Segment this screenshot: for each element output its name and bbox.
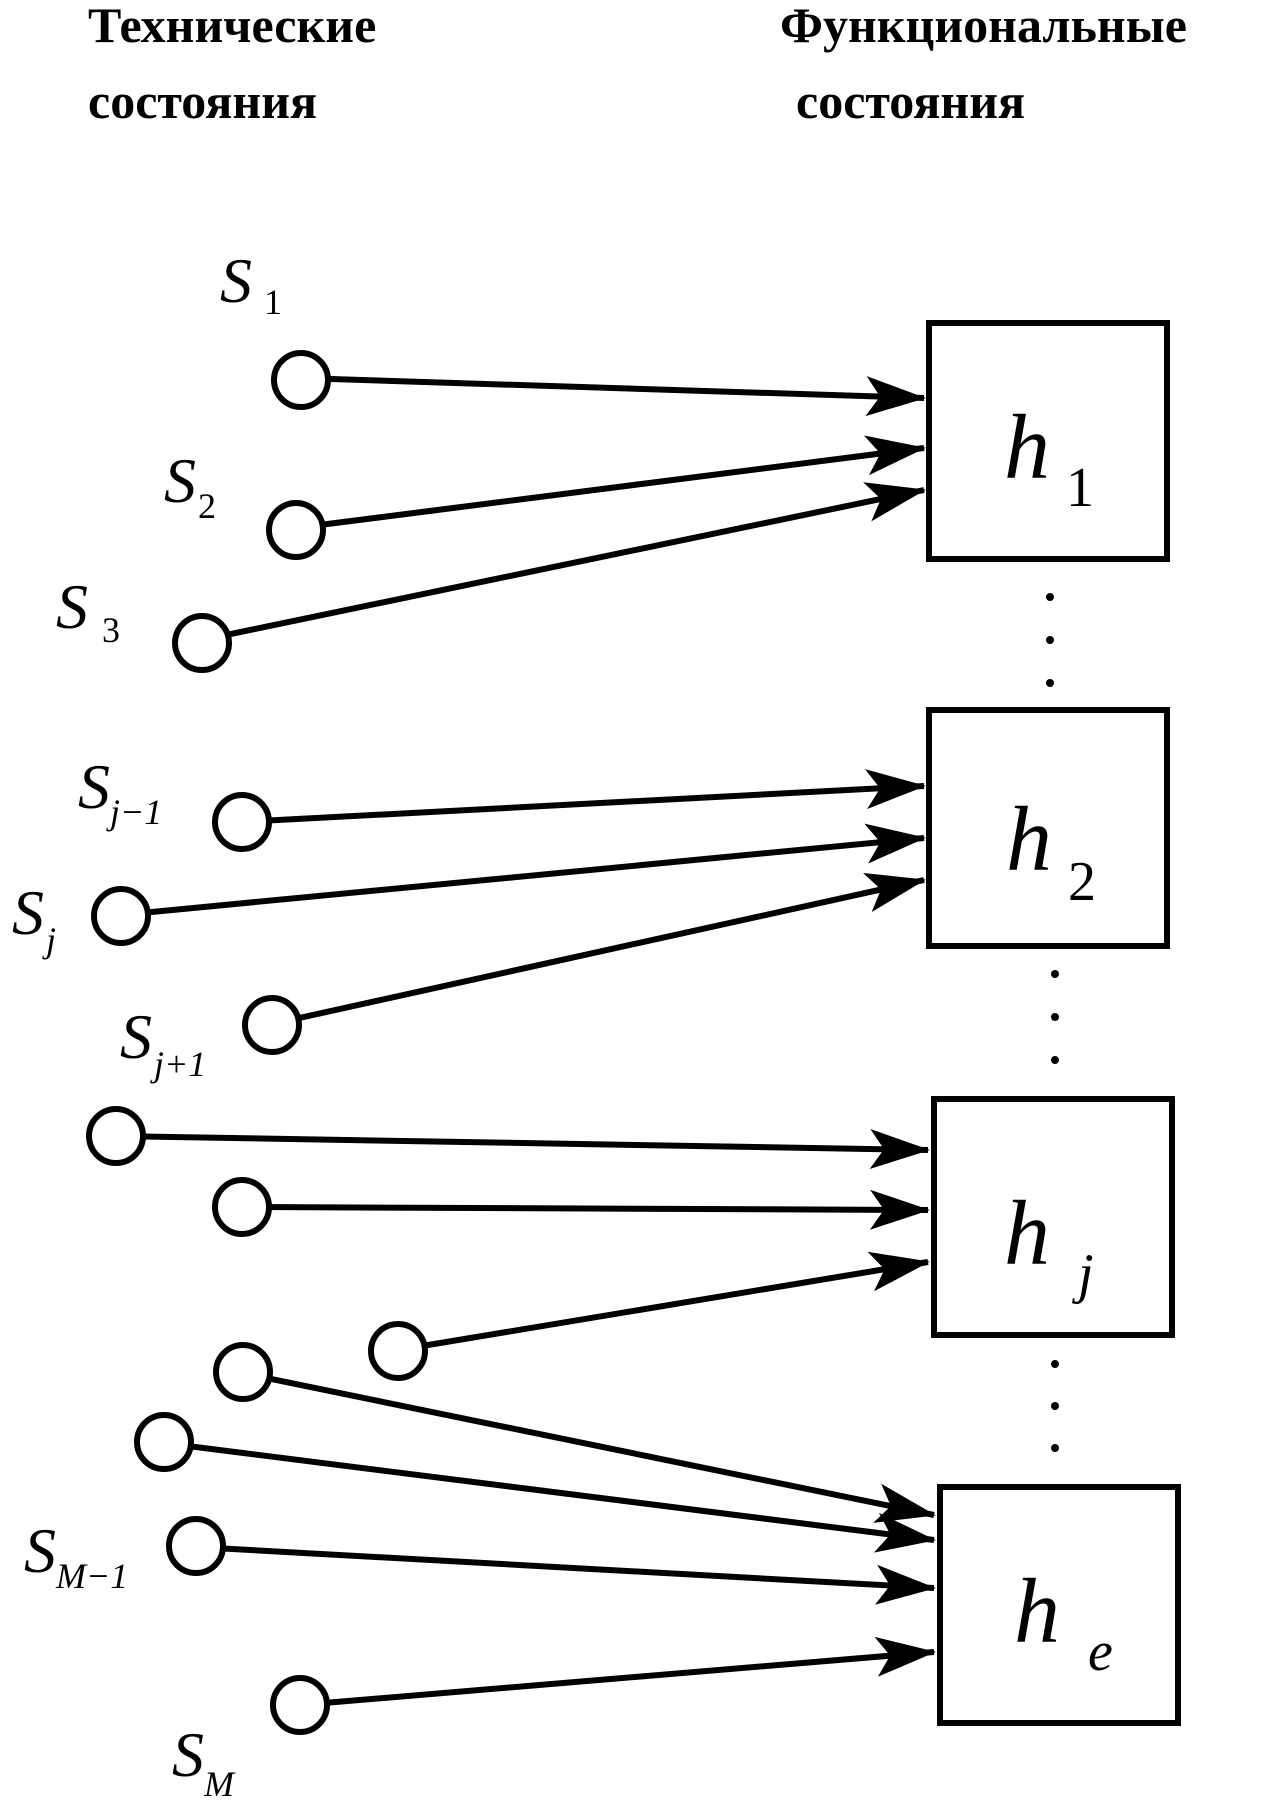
- ellipsis-dot: [1046, 679, 1054, 687]
- label-sm: SM: [172, 1719, 236, 1804]
- label-smm1: SM−1: [24, 1515, 128, 1596]
- edge-node12-he: [241, 1370, 936, 1523]
- edge-s3-h1: [201, 482, 926, 643]
- heading-functional-line2: состояния: [796, 73, 1025, 129]
- edge-sjp1-h2: [271, 872, 926, 1027]
- edge-sj-h2: [119, 823, 926, 918]
- edge-node13-he: [163, 1440, 936, 1553]
- ellipsis-dot: [1046, 636, 1054, 644]
- edge-s1-h1: [299, 375, 926, 417]
- heading-technical-line2: состояния: [88, 73, 317, 129]
- edge-sjm1-h2: [239, 769, 926, 825]
- box-hj: [931, 1096, 1175, 1338]
- edge-smm1-he: [195, 1544, 936, 1605]
- node-unlabeled-3: [368, 1321, 428, 1381]
- edge-s2-h1: [295, 435, 926, 531]
- functional-state-boxes: [926, 320, 1181, 1726]
- node-unlabeled-4: [213, 1342, 273, 1402]
- ellipsis-dot: [1051, 1360, 1059, 1368]
- edge-node9-hj: [115, 1129, 930, 1169]
- ellipsis-dot: [1051, 1402, 1059, 1410]
- label-sjp1: Sj+1: [120, 1001, 206, 1084]
- node-sj: [91, 886, 151, 946]
- node-unlabeled-1: [86, 1106, 146, 1166]
- node-s3: [172, 613, 232, 673]
- ellipsis-dot: [1051, 1444, 1059, 1452]
- ellipsis-dot: [1051, 1013, 1059, 1021]
- node-sjm1: [212, 792, 272, 852]
- label-s2: S2: [164, 445, 216, 526]
- box-he: [937, 1484, 1181, 1726]
- node-unlabeled-5: [134, 1412, 194, 1472]
- technical-state-nodes: [86, 350, 428, 1735]
- edge-node10-hj: [239, 1189, 930, 1230]
- ellipsis-dot: [1051, 1056, 1059, 1064]
- box-h1: [926, 320, 1170, 562]
- node-sm: [270, 1675, 330, 1735]
- node-unlabeled-2: [212, 1177, 272, 1237]
- node-s1: [271, 350, 331, 410]
- label-sj: Sj: [12, 877, 56, 960]
- edges: [115, 375, 936, 1708]
- box-h2: [926, 707, 1170, 949]
- ellipsis-dot: [1046, 593, 1054, 601]
- ellipsis-dot: [1051, 970, 1059, 978]
- node-sjp1: [242, 995, 302, 1055]
- node-s2: [266, 500, 326, 560]
- heading-functional-line1: Функциональные: [780, 0, 1187, 53]
- node-smm1: [166, 1516, 226, 1576]
- heading-technical-line1: Технические: [88, 0, 376, 53]
- ellipsis-dots: [1046, 593, 1059, 1452]
- edge-node11-hj: [397, 1251, 930, 1353]
- edge-sm-he: [299, 1636, 936, 1708]
- label-sjm1: Sj−1: [78, 751, 162, 832]
